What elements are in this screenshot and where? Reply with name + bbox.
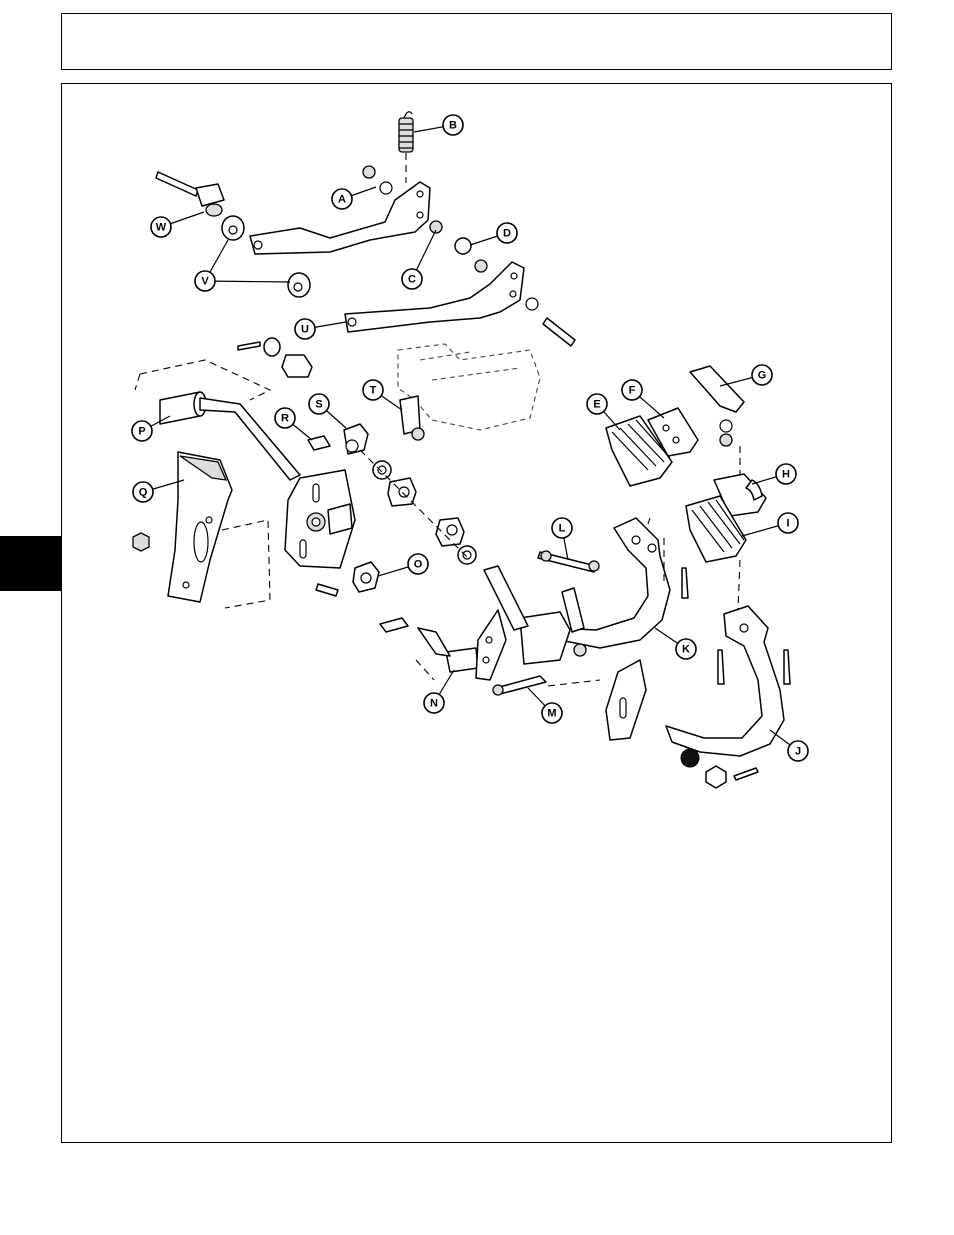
callout-label: N bbox=[430, 698, 438, 710]
latch-plate bbox=[690, 366, 744, 412]
callout-h: H bbox=[752, 464, 796, 484]
callout-m: M bbox=[528, 688, 562, 723]
callout-label: T bbox=[370, 385, 377, 397]
callout-o: O bbox=[378, 554, 428, 576]
callout-t: T bbox=[363, 380, 402, 410]
bolt bbox=[316, 584, 338, 596]
callout-a: A bbox=[332, 187, 376, 209]
callout-label: C bbox=[408, 274, 416, 286]
callout-label: M bbox=[547, 708, 556, 720]
bushing bbox=[455, 238, 471, 254]
callout-f: F bbox=[622, 380, 664, 418]
clevis-bracket bbox=[446, 648, 478, 672]
washer bbox=[380, 182, 392, 194]
linkage-rod bbox=[496, 676, 546, 694]
spring bbox=[399, 112, 413, 183]
callout-label: J bbox=[795, 746, 801, 758]
callout-r: R bbox=[275, 408, 312, 440]
callout-label: F bbox=[629, 385, 636, 397]
hex-nut bbox=[706, 766, 726, 788]
callout-label: H bbox=[782, 469, 790, 481]
bolt bbox=[156, 172, 224, 216]
callout-leader bbox=[205, 281, 290, 282]
callout-label: R bbox=[281, 413, 289, 425]
callout-label: P bbox=[138, 426, 145, 438]
bushing bbox=[681, 749, 699, 767]
callout-label: V bbox=[201, 276, 209, 288]
callout-label: G bbox=[758, 370, 767, 382]
callout-g: G bbox=[720, 365, 772, 386]
pedal-arm bbox=[666, 606, 784, 756]
bolt bbox=[682, 568, 688, 598]
bolt bbox=[784, 650, 790, 684]
callout-label: O bbox=[414, 559, 423, 571]
lower-link-arm bbox=[345, 262, 524, 332]
hex-nut bbox=[133, 533, 149, 551]
callout-label: Q bbox=[139, 487, 148, 499]
callout-label: I bbox=[786, 518, 789, 530]
washer bbox=[526, 298, 538, 310]
callout-label: S bbox=[315, 399, 322, 411]
callout-u: U bbox=[295, 319, 346, 339]
cotter-pin bbox=[734, 768, 758, 780]
bolt bbox=[718, 650, 724, 684]
pin bbox=[418, 628, 450, 656]
callout-l: L bbox=[552, 518, 572, 560]
callout-label: L bbox=[559, 523, 566, 535]
washer bbox=[264, 338, 280, 356]
bolt bbox=[543, 318, 575, 346]
callout-label: U bbox=[301, 324, 309, 336]
callout-c: C bbox=[402, 230, 436, 289]
callout-label: K bbox=[682, 644, 690, 656]
link-plate bbox=[476, 610, 506, 680]
key bbox=[380, 618, 408, 632]
nut bbox=[363, 166, 375, 178]
pivot-shaft bbox=[520, 612, 570, 664]
callout-i: I bbox=[742, 513, 798, 536]
callout-label: E bbox=[593, 399, 600, 411]
callout-q: Q bbox=[133, 480, 184, 502]
callout-w: W bbox=[151, 212, 204, 237]
bearing-block bbox=[282, 355, 312, 377]
callout-d: D bbox=[470, 223, 517, 245]
callout-j: J bbox=[770, 730, 808, 761]
callout-label: D bbox=[503, 228, 511, 240]
nut bbox=[475, 260, 487, 272]
callout-e: E bbox=[587, 394, 620, 430]
callout-k: K bbox=[655, 628, 696, 659]
callout-label: A bbox=[338, 194, 346, 206]
callout-n: N bbox=[424, 670, 454, 713]
callout-label: B bbox=[449, 120, 457, 132]
cotter-pin bbox=[238, 342, 260, 350]
callout-b: B bbox=[414, 115, 463, 135]
callout-s: S bbox=[309, 394, 346, 428]
key bbox=[308, 436, 330, 450]
callout-label: W bbox=[156, 222, 167, 234]
